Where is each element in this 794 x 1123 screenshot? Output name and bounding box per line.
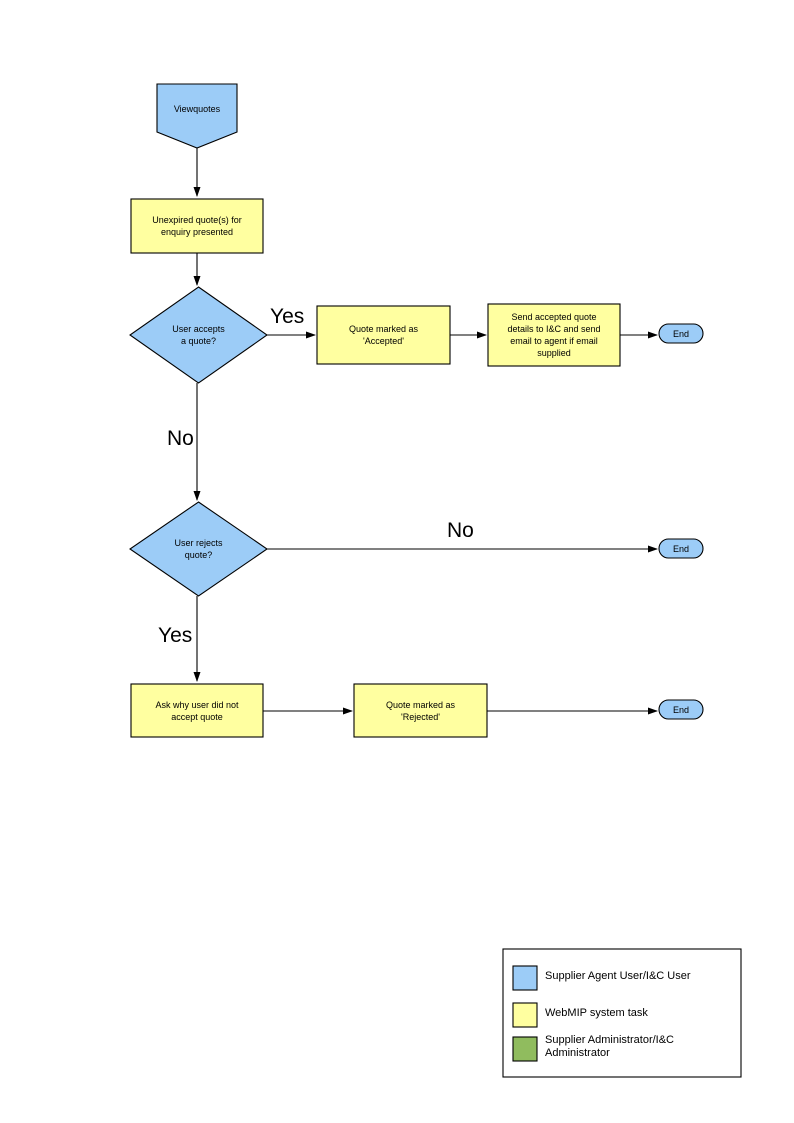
legend-swatch-supplier-admin — [512, 1036, 538, 1062]
node-end-rejected[interactable] — [658, 699, 704, 720]
node-end-no-rejection-label: End — [672, 543, 689, 554]
edge-label-yes-accepts: Yes — [270, 305, 305, 328]
legend-label-supplier-agent: Supplier Agent User/I&C User — [545, 970, 691, 982]
legend-box — [502, 948, 742, 1078]
node-start-viewquotes[interactable] — [156, 83, 238, 149]
legend-graphics — [502, 948, 742, 1078]
edge-label-yes-rejects: Yes — [158, 624, 193, 647]
node-shapes — [129, 83, 704, 738]
node-decision-user-accepts[interactable] — [129, 286, 268, 384]
node-decision-user-rejects[interactable] — [129, 501, 268, 597]
legend-swatch-supplier-agent — [512, 965, 538, 991]
connectors — [193, 148, 658, 715]
node-quote-marked-accepted[interactable] — [316, 305, 451, 365]
legend-label-webmip-system: WebMIP system task — [545, 1007, 648, 1019]
node-quote-marked-rejected[interactable] — [353, 683, 488, 738]
legend-swatch-webmip-system — [512, 1002, 538, 1028]
node-ask-why-not-accepted[interactable] — [130, 683, 264, 738]
node-end-rejected-label: End — [672, 704, 689, 715]
legend-label-supplier-admin: Supplier Administrator/I&C Administrator — [545, 1034, 674, 1059]
edge-label-no-rejects: No — [447, 519, 474, 542]
node-send-accepted-quote-details[interactable] — [487, 303, 621, 367]
node-end-no-rejection[interactable] — [658, 538, 704, 559]
node-unexpired-quotes[interactable] — [130, 198, 264, 254]
node-end-accepted-label: End — [672, 328, 689, 339]
edge-label-no-accepts: No — [167, 427, 194, 450]
node-end-accepted[interactable] — [658, 323, 704, 344]
